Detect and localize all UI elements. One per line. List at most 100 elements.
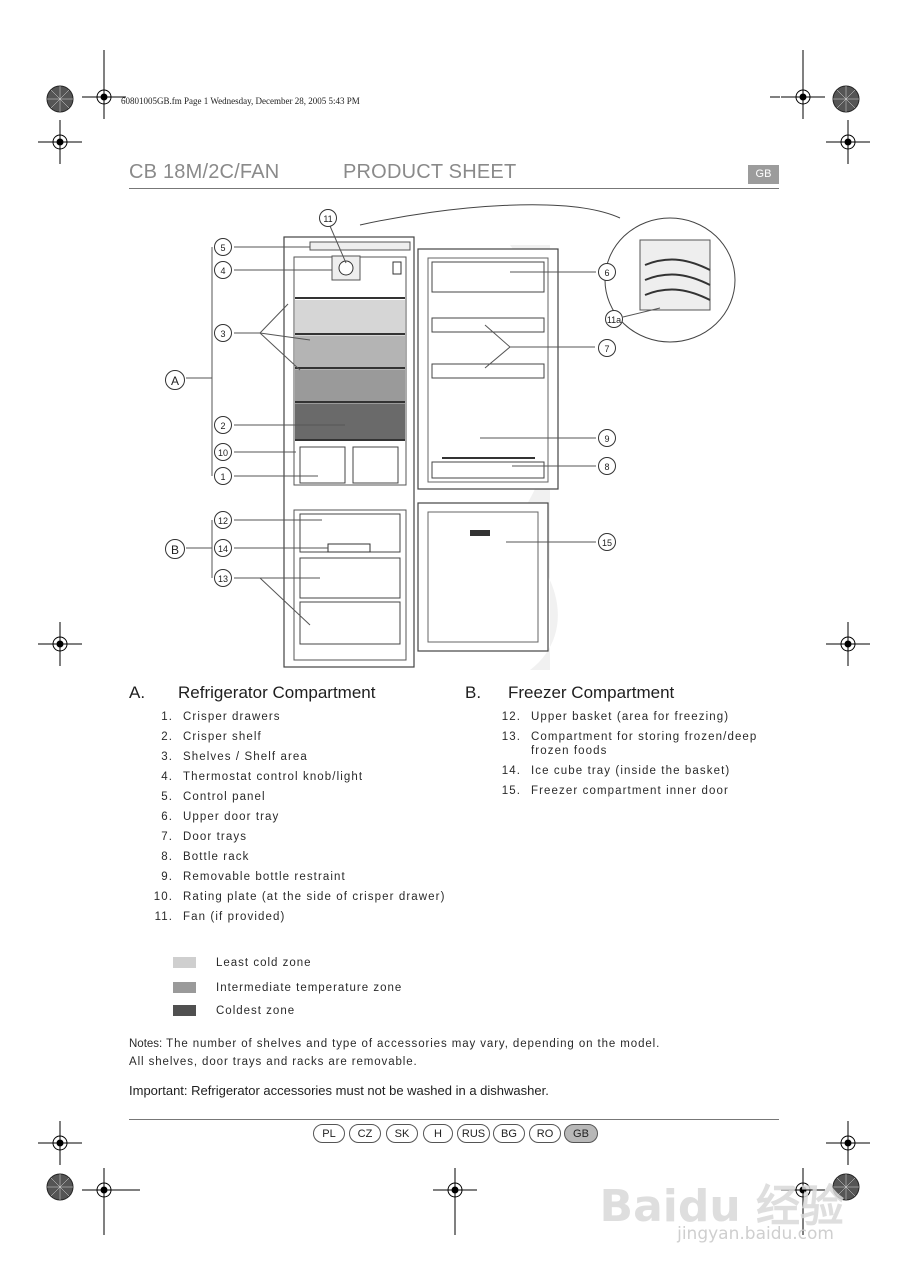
section-a-item: 7. Door trays (147, 830, 457, 844)
fridge-diagram (186, 204, 736, 670)
item-text: Bottle rack (183, 851, 250, 863)
item-number: 10. (153, 891, 173, 903)
header-rule (129, 188, 779, 189)
language-tab-ro[interactable]: RO (529, 1124, 561, 1143)
section-b-item: 15. Freezer compartment inner door (495, 784, 765, 798)
item-text: Upper basket (area for freezing) (531, 711, 730, 723)
item-number: 1. (161, 711, 173, 723)
item-text: Freezer compartment inner door (531, 785, 729, 797)
section-a-title: Refrigerator Compartment (178, 683, 376, 702)
callout-group-A: A (165, 370, 185, 390)
section-a-item: 9. Removable bottle restraint (147, 870, 457, 884)
footer-rule (129, 1119, 779, 1120)
item-text: Removable bottle restraint (183, 871, 346, 883)
item-number: 14. (501, 765, 521, 777)
item-text: Fan (if provided) (183, 911, 286, 923)
notes-prefix: Notes: (129, 1038, 163, 1050)
language-tab-gb[interactable]: GB (564, 1124, 598, 1143)
section-a-item: 6. Upper door tray (147, 810, 457, 824)
notes-text-1: The number of shelves and type of access… (166, 1038, 661, 1050)
file-info: 60801005GB.fm Page 1 Wednesday, December… (121, 96, 360, 106)
zone-intermediate-2 (295, 370, 405, 404)
registration-sun-top-left (46, 85, 74, 113)
item-text: Ice cube tray (inside the basket) (531, 765, 731, 777)
item-text: Door trays (183, 831, 248, 843)
item-number: 8. (161, 851, 173, 863)
legend-label: Least cold zone (216, 957, 312, 969)
language-tab-sk[interactable]: SK (386, 1124, 418, 1143)
legend-label: Intermediate temperature zone (216, 982, 403, 994)
important-note: Important: Refrigerator accessories must… (129, 1083, 549, 1098)
item-number: 5. (161, 791, 173, 803)
notes-line-1: Notes: The number of shelves and type of… (129, 1038, 660, 1050)
item-text: Upper door tray (183, 811, 280, 823)
item-text: Compartment for storing frozen/deep froz… (531, 731, 758, 757)
registration-sun-bottom-left (46, 1173, 74, 1201)
section-a-list: 1. Crisper drawers 2. Crisper shelf 3. Shelve… (147, 710, 457, 930)
callout-14: 14 (214, 539, 232, 557)
zone-least-cold (295, 300, 405, 336)
section-b-title: Freezer Compartment (508, 683, 675, 702)
legend-label: Coldest zone (216, 1005, 296, 1017)
item-number: 13. (501, 731, 521, 743)
section-a-item: 8. Bottle rack (147, 850, 457, 864)
callout-6: 6 (598, 263, 616, 281)
callout-5: 5 (214, 238, 232, 256)
callout-group-B: B (165, 539, 185, 559)
section-b-list: 12. Upper basket (area for freezing) 13. Co… (495, 710, 765, 804)
section-a-item: 3. Shelves / Shelf area (147, 750, 457, 764)
item-number: 4. (161, 771, 173, 783)
callout-9: 9 (598, 429, 616, 447)
section-a-item: 4. Thermostat control knob/light (147, 770, 457, 784)
section-b-item: 12. Upper basket (area for freezing) (495, 710, 765, 724)
section-b-item: 14. Ice cube tray (inside the basket) (495, 764, 765, 778)
section-a-letter: A. (129, 683, 146, 702)
legend-swatch (173, 1005, 196, 1016)
language-tab-cz[interactable]: CZ (349, 1124, 381, 1143)
section-a-item: 10. Rating plate (at the side of crisper … (147, 890, 457, 904)
callout-1: 1 (214, 467, 232, 485)
section-a-item: 5. Control panel (147, 790, 457, 804)
callout-2: 2 (214, 416, 232, 434)
item-number: 7. (161, 831, 173, 843)
section-a-item: 1. Crisper drawers (147, 710, 457, 724)
language-tab-pl[interactable]: PL (313, 1124, 345, 1143)
item-number: 12. (501, 711, 521, 723)
item-number: 6. (161, 811, 173, 823)
callout-4: 4 (214, 261, 232, 279)
legend-swatch (173, 957, 196, 968)
item-number: 9. (161, 871, 173, 883)
callout-13: 13 (214, 569, 232, 587)
zone-intermediate-1 (295, 336, 405, 370)
item-text: Thermostat control knob/light (183, 771, 364, 783)
zone-coldest (295, 404, 405, 440)
section-b-letter: B. (465, 683, 482, 702)
item-number: 15. (501, 785, 521, 797)
callout-8: 8 (598, 457, 616, 475)
language-tab-h[interactable]: H (423, 1124, 453, 1143)
callout-7: 7 (598, 339, 616, 357)
item-text: Rating plate (at the side of crisper dra… (183, 891, 446, 903)
callout-15: 15 (598, 533, 616, 551)
item-text: Crisper drawers (183, 711, 281, 723)
item-text: Crisper shelf (183, 731, 262, 743)
callout-11a: 11a (605, 310, 623, 328)
callout-12: 12 (214, 511, 232, 529)
language-tab-rus[interactable]: RUS (457, 1124, 490, 1143)
legend-swatch (173, 982, 196, 993)
language-badge: GB (748, 165, 779, 184)
item-text: Control panel (183, 791, 266, 803)
watermark-logo: Baidu 经验 (599, 1181, 844, 1232)
sheet-title: PRODUCT SHEET (343, 161, 517, 183)
item-text: Shelves / Shelf area (183, 751, 308, 763)
item-number: 3. (161, 751, 173, 763)
callout-3: 3 (214, 324, 232, 342)
model-title: CB 18M/2C/FAN (129, 161, 280, 183)
item-number: 2. (161, 731, 173, 743)
section-b-item: 13. Compartment for storing frozen/deep f… (495, 730, 765, 758)
item-number: 11. (154, 911, 173, 923)
language-tab-bg[interactable]: BG (493, 1124, 525, 1143)
callout-10: 10 (214, 443, 232, 461)
watermark-url: jingyan.baidu.com (677, 1224, 834, 1244)
